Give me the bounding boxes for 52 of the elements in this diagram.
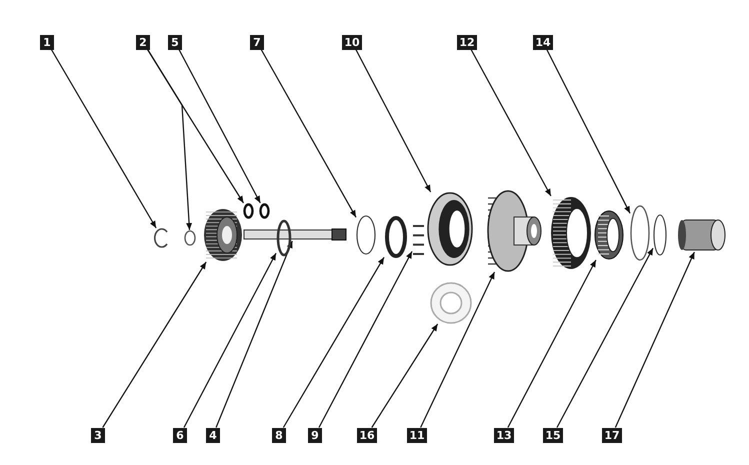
bearing-drawing [594, 210, 624, 260]
callout-number: 1 [40, 34, 54, 50]
leader-line [355, 49, 432, 192]
leader-line [614, 252, 695, 428]
carrier-drawing [486, 190, 542, 272]
callout-number: 15 [543, 428, 563, 442]
ring-drawing [356, 215, 376, 255]
ring-gear-drawing [550, 196, 592, 270]
leader-line [371, 324, 438, 428]
ring-drawing [184, 230, 196, 246]
callout-number: 13 [494, 428, 514, 442]
snap-ring-drawing [154, 228, 170, 248]
washer-drawing [276, 220, 292, 256]
callout-number: 8 [272, 428, 286, 442]
callout-number: 10 [342, 34, 362, 50]
callout-number: 14 [533, 34, 553, 50]
leader-line [178, 49, 261, 204]
leader-line [556, 248, 654, 428]
shaft-drawing [244, 228, 346, 241]
o-ring-drawing [243, 203, 254, 219]
callout-number: 4 [206, 428, 220, 442]
washer-drawing [384, 215, 408, 259]
leader-line [282, 257, 385, 428]
leader-line [50, 49, 157, 228]
gear-drawing [203, 208, 243, 262]
callout-number: 16 [357, 428, 377, 442]
callout-number: 17 [602, 428, 622, 442]
leader-line [470, 49, 552, 196]
ring-drawing [653, 214, 667, 256]
callout-number: 9 [308, 428, 322, 442]
sleeve-drawing [678, 218, 726, 252]
leader-line [546, 49, 631, 214]
callout-number: 7 [250, 34, 264, 50]
leader-line [147, 49, 244, 204]
leader-line [507, 260, 596, 428]
leader-line [260, 49, 357, 218]
leader-line [216, 240, 293, 428]
drum-drawing [427, 192, 473, 266]
callout-number: 3 [91, 428, 105, 442]
leader-line [183, 252, 277, 428]
bearing-race-drawing [630, 205, 650, 261]
callout-number: 11 [407, 428, 427, 442]
callout-number: 12 [457, 34, 477, 50]
callout-number: 5 [168, 34, 182, 50]
leader-line [420, 272, 496, 428]
o-ring-drawing [259, 203, 270, 219]
pin-drawing [412, 222, 424, 258]
callout-number: 2 [136, 34, 150, 50]
leader-line [102, 262, 207, 428]
leader-line [318, 251, 413, 428]
callout-number: 6 [173, 428, 187, 442]
washer-drawing [430, 282, 472, 324]
